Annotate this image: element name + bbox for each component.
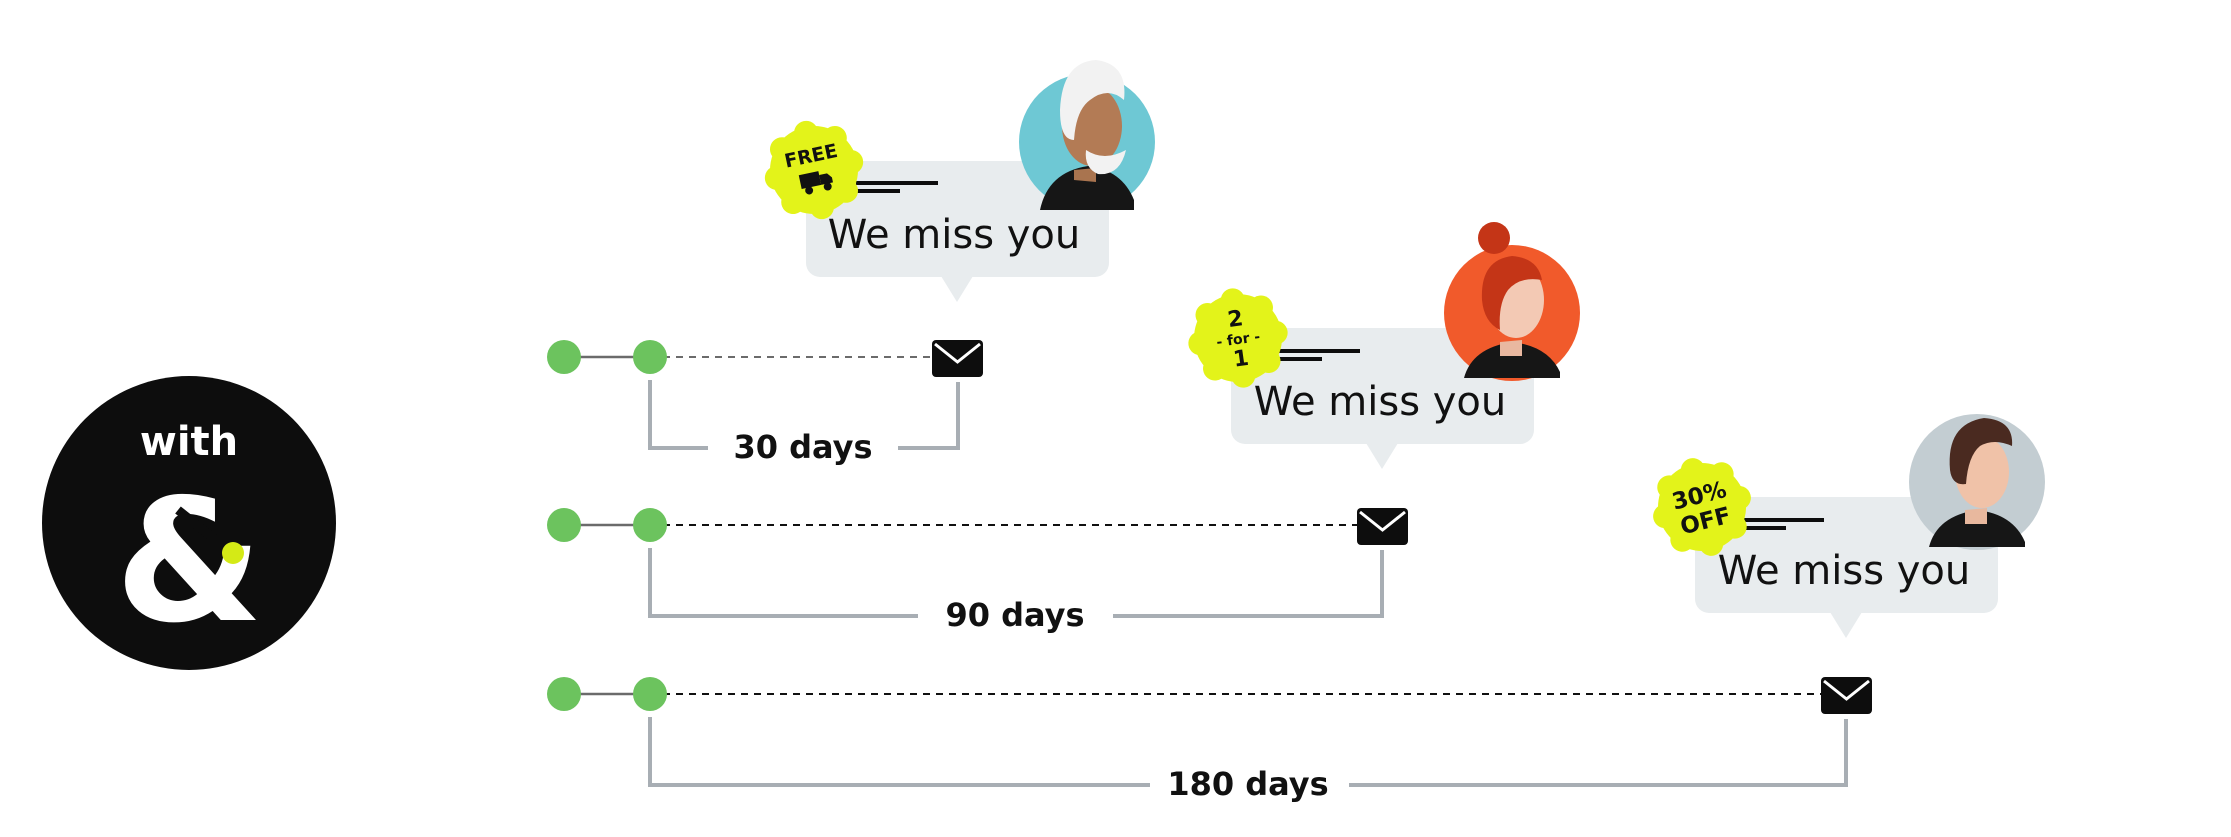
bubble-text: We miss you bbox=[1254, 379, 1507, 425]
with-logo: with & bbox=[42, 376, 336, 670]
badge-text: 1 bbox=[1232, 346, 1251, 373]
free-shipping-badge: FREE bbox=[764, 120, 864, 220]
delivery-truck-icon bbox=[798, 171, 833, 195]
older-man-avatar bbox=[1019, 60, 1155, 210]
badge-text: - for - bbox=[1215, 329, 1261, 351]
logo-word: with bbox=[140, 419, 238, 465]
logo-connector-line bbox=[175, 506, 235, 557]
message-bubble: We miss you bbox=[806, 161, 1109, 302]
timeline-180-days: 180 days We miss you 30% OFF bbox=[547, 414, 2045, 803]
young-man-avatar bbox=[1909, 414, 2045, 550]
message-bubble: We miss you bbox=[1231, 328, 1534, 469]
two-for-one-badge: 2 - for - 1 bbox=[1188, 288, 1288, 388]
timeline-second-node bbox=[633, 677, 667, 711]
logo-ampersand: & bbox=[115, 463, 263, 661]
timeline-second-node bbox=[633, 340, 667, 374]
duration-bracket bbox=[648, 380, 960, 450]
bubble-text: We miss you bbox=[1718, 548, 1971, 594]
logo-accent-dot bbox=[222, 542, 244, 564]
duration-label: 90 days bbox=[945, 596, 1084, 634]
red-haired-woman-avatar bbox=[1444, 222, 1580, 381]
timeline-second-node bbox=[633, 508, 667, 542]
duration-label: 30 days bbox=[733, 428, 872, 466]
timeline-start-node bbox=[547, 508, 581, 542]
badge-text: 2 bbox=[1226, 306, 1245, 333]
thirty-percent-off-badge: 30% OFF bbox=[1653, 458, 1751, 556]
duration-bracket bbox=[648, 548, 1384, 618]
envelope-icon bbox=[1821, 677, 1872, 714]
envelope-icon bbox=[932, 340, 983, 377]
bubble-text: We miss you bbox=[828, 212, 1081, 258]
timeline-start-node bbox=[547, 340, 581, 374]
message-bubble: We miss you bbox=[1695, 497, 1998, 638]
timeline-30-days: 30 days We miss you FREE bbox=[547, 60, 1155, 466]
timeline-start-node bbox=[547, 677, 581, 711]
duration-bracket bbox=[648, 717, 1848, 787]
timeline-90-days: 90 days We miss you 2 - for - 1 bbox=[547, 222, 1580, 634]
envelope-icon bbox=[1357, 508, 1408, 545]
duration-label: 180 days bbox=[1167, 765, 1328, 803]
